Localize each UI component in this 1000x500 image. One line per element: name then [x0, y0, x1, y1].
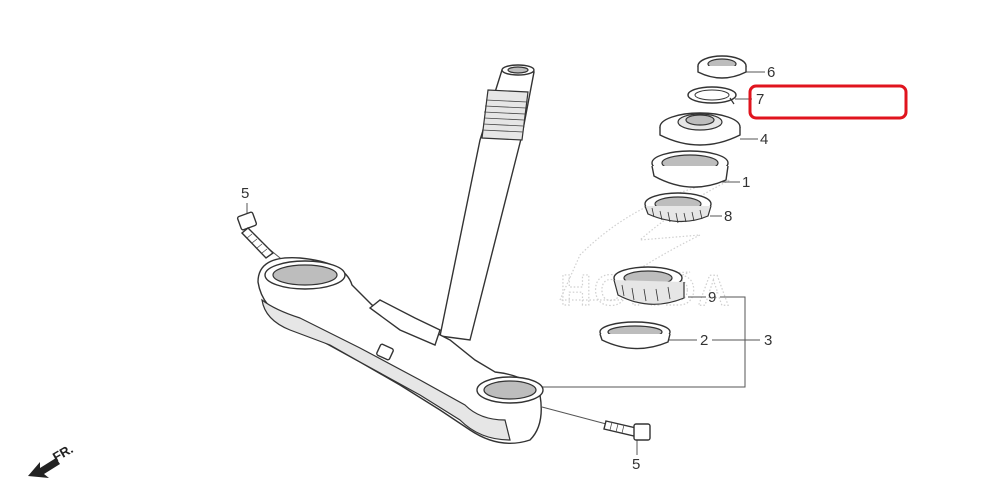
- front-direction-indicator: FR.: [28, 441, 76, 478]
- callout-4[interactable]: 4: [760, 131, 768, 148]
- callout-7[interactable]: 7: [756, 91, 764, 108]
- front-arrow-icon: [28, 458, 60, 478]
- lower-triple-clamp: [257, 257, 544, 445]
- bearing-9: [613, 266, 685, 305]
- callout-2[interactable]: 2: [700, 332, 708, 349]
- adjusting-nut-4: [659, 112, 741, 146]
- part-numbers: 6 7 4 1 8 9 2 3 5 5: [241, 64, 775, 473]
- lock-washer-7: [687, 86, 737, 105]
- callout-8[interactable]: 8: [724, 208, 732, 225]
- callout-5-lower[interactable]: 5: [632, 456, 640, 473]
- lock-nut-6: [697, 55, 747, 79]
- callout-5-upper[interactable]: 5: [241, 185, 249, 202]
- bearing-race-1: [651, 150, 729, 188]
- bolt-upper-left: [236, 211, 275, 259]
- callout-9[interactable]: 9: [708, 289, 716, 306]
- steering-stem: [439, 64, 535, 341]
- dust-seal-2: [599, 321, 671, 350]
- bolt-lower-right: [603, 420, 651, 441]
- bearing-8: [644, 192, 712, 224]
- callout-1[interactable]: 1: [742, 174, 750, 191]
- callout-3[interactable]: 3: [764, 332, 772, 349]
- highlight-box: [748, 84, 908, 120]
- callout-6[interactable]: 6: [767, 64, 775, 81]
